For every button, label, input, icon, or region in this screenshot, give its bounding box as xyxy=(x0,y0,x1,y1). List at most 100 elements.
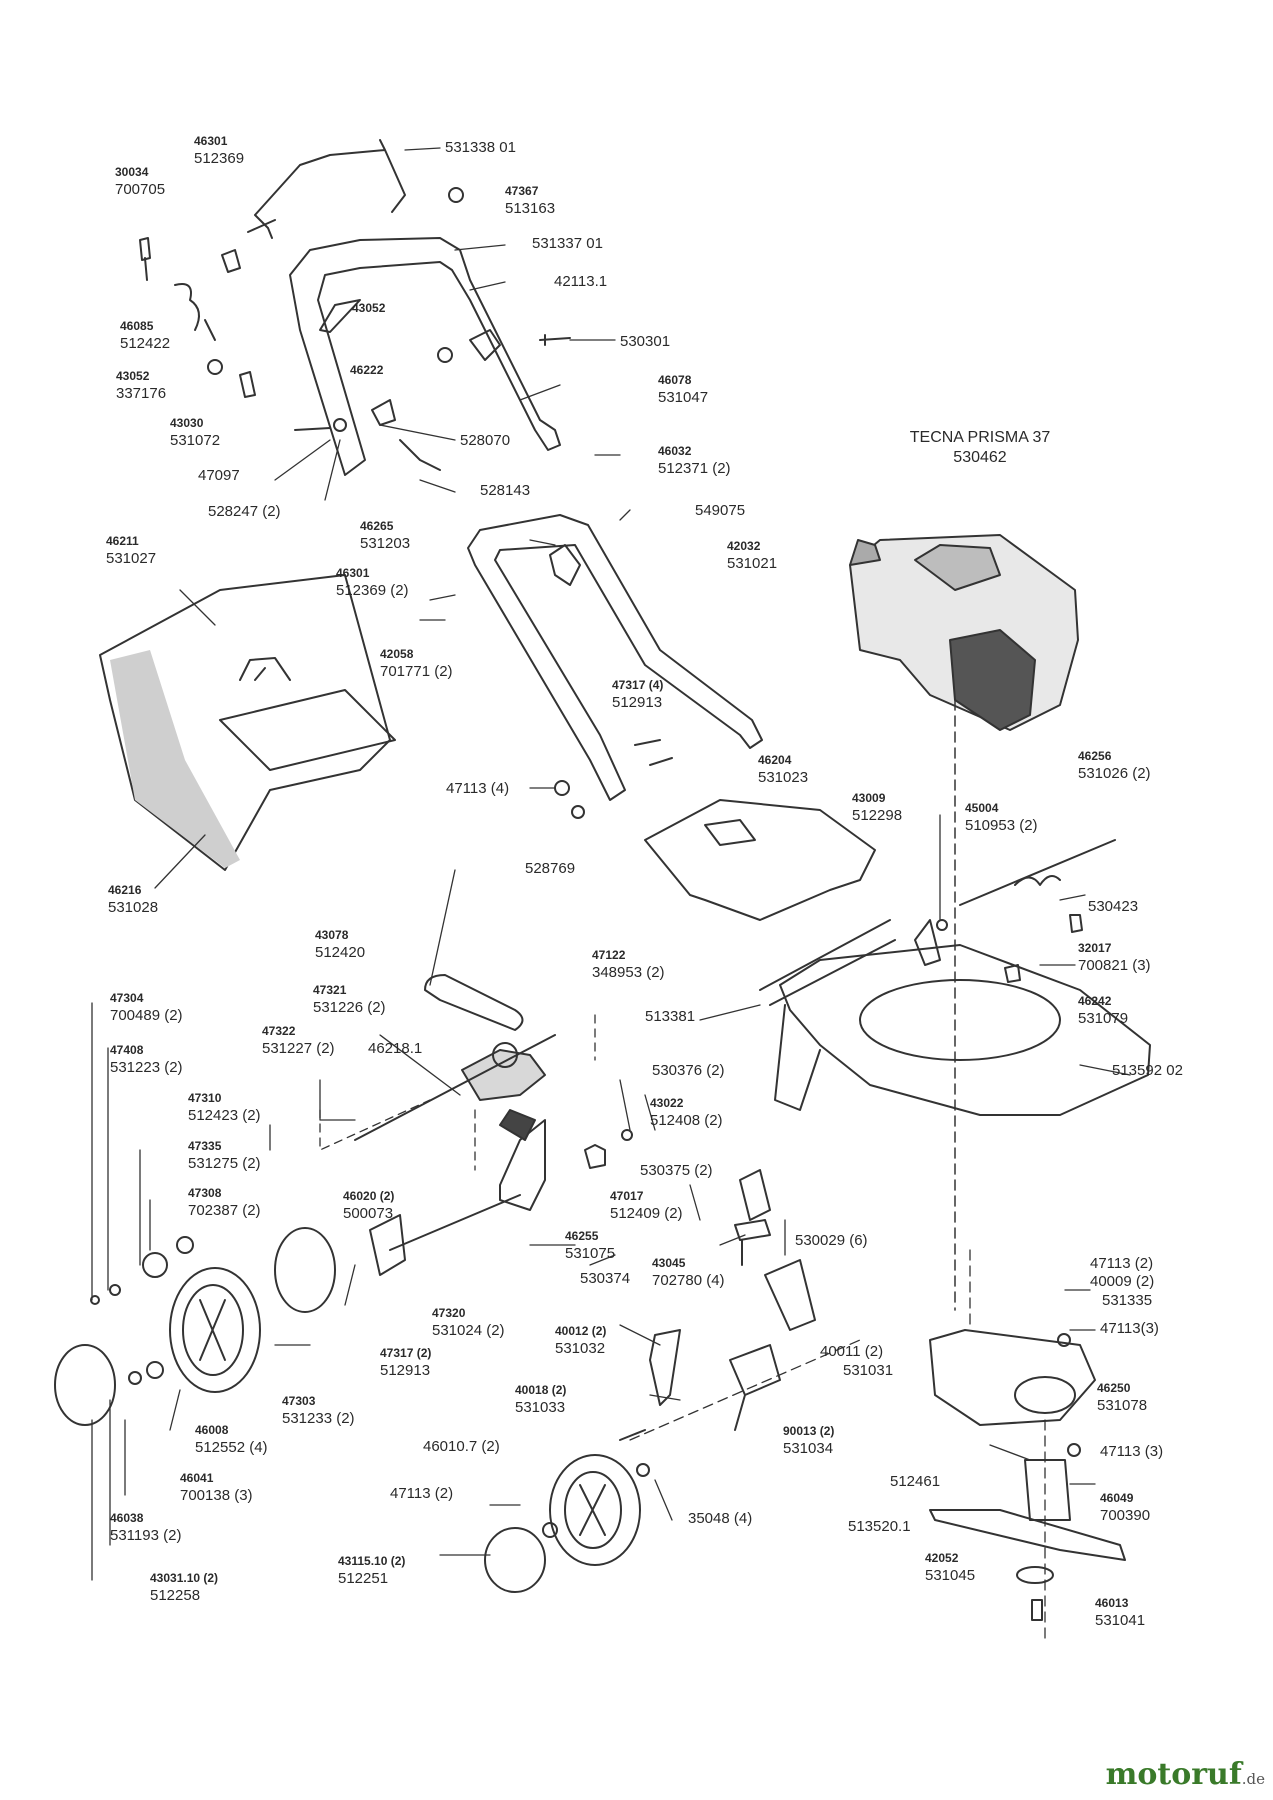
hub-disc-47320 xyxy=(274,1227,336,1313)
washer-530376 xyxy=(621,1129,633,1141)
part-label-p75: 47113 (2) xyxy=(390,1485,454,1502)
lever-42113 xyxy=(469,329,501,361)
washer-47367 xyxy=(448,187,464,203)
nut-47113-housing xyxy=(1067,1443,1081,1457)
grass-catcher-bag-shade xyxy=(110,650,240,868)
part-label-p61: 40012 (2)531032 xyxy=(555,1324,607,1357)
rear-wheel-left xyxy=(169,1267,261,1393)
pinion-530375 xyxy=(584,1144,606,1169)
engine-tecna-prisma-37 xyxy=(849,534,1079,731)
part-label-p49: 530375 (2) xyxy=(640,1162,713,1179)
hubcap-43031 xyxy=(54,1344,116,1426)
brand-tld: .de xyxy=(1241,1770,1265,1788)
brand-name: motoruf xyxy=(1105,1757,1242,1792)
nut-47113-front xyxy=(542,1522,558,1538)
drive-lever xyxy=(499,1119,546,1211)
part-label-p65: 47317 (2)512913 xyxy=(380,1346,432,1379)
axle-bracket-45004 xyxy=(914,919,941,966)
part-label-p25: 47317 (4)512913 xyxy=(612,678,664,711)
part-label-p57: 530374 xyxy=(580,1270,631,1287)
axle-dashed-box xyxy=(319,1014,596,1171)
part-label-p43: 46218.1 xyxy=(368,1040,423,1057)
bushing-47310 xyxy=(176,1236,194,1254)
blade-bolt-46013 xyxy=(1031,1599,1043,1621)
cable-528143 xyxy=(399,439,441,471)
rear-axle-530374 xyxy=(389,1194,521,1251)
grass-catcher-lid xyxy=(219,689,396,771)
part-label-p40: 513381 xyxy=(645,1008,696,1025)
blade-washer-42052 xyxy=(1016,1566,1054,1584)
cable-bolt-30034 xyxy=(139,237,151,281)
part-label-p11: 46222 xyxy=(350,363,384,377)
drive-belt-528769 xyxy=(424,974,524,1031)
deck-bracket xyxy=(774,1004,821,1111)
part-label-p17: 528247 (2) xyxy=(208,503,281,520)
axle-arm-90013 xyxy=(729,1344,781,1431)
part-label-p16: 528143 xyxy=(480,482,531,499)
part-label-p15: 47097 xyxy=(198,467,240,484)
engine-title: TECNA PRISMA 37 530462 xyxy=(880,428,1080,468)
lower-handle xyxy=(467,514,763,801)
part-label-p59: 531335 xyxy=(1102,1292,1153,1309)
clip-46301 xyxy=(221,249,241,273)
bracket-46222 xyxy=(371,399,396,426)
rear-flap-46204 xyxy=(644,799,876,921)
handle-crossbar xyxy=(319,299,361,333)
part-label-p14: 528070 xyxy=(460,432,511,449)
nut-47113-lower xyxy=(571,805,585,819)
part-label-p31: 528769 xyxy=(525,860,576,877)
drive-axle xyxy=(354,1034,556,1141)
screw-32017 xyxy=(1069,914,1083,933)
main-handle xyxy=(289,237,561,476)
blade-hub-ring xyxy=(1014,1376,1076,1414)
deck-rear-rail-513381 xyxy=(759,919,896,1006)
leader-lines xyxy=(91,147,1131,1581)
part-label-p45: 513592 02 xyxy=(1112,1062,1183,1079)
nut-43052-handle xyxy=(437,347,453,363)
front-wheel xyxy=(549,1454,641,1566)
cable-spring-46085 xyxy=(174,283,216,341)
part-label-p33: 530423 xyxy=(1088,898,1139,915)
drive-lever-grip xyxy=(499,1109,536,1141)
height-bracket-40012 xyxy=(649,1329,681,1406)
part-label-p72: 46010.7 (2) xyxy=(423,1438,500,1455)
brand-watermark[interactable]: motoruf.de xyxy=(1106,1757,1265,1792)
clip-47304 xyxy=(90,1295,100,1305)
hubcap-43115 xyxy=(484,1527,546,1593)
screw-530301 xyxy=(539,334,571,346)
part-label-p07: 43052 xyxy=(352,301,386,315)
part-label-p28: 47113 (4) xyxy=(446,780,510,797)
part-label-p66: 40018 (2)531033 xyxy=(515,1383,567,1416)
part-label-p58: 40009 (2) xyxy=(1090,1273,1155,1290)
hub-cone-47303 xyxy=(369,1214,406,1276)
part-label-p62: 47113(3) xyxy=(1100,1320,1159,1337)
washer-47408 xyxy=(109,1284,121,1296)
